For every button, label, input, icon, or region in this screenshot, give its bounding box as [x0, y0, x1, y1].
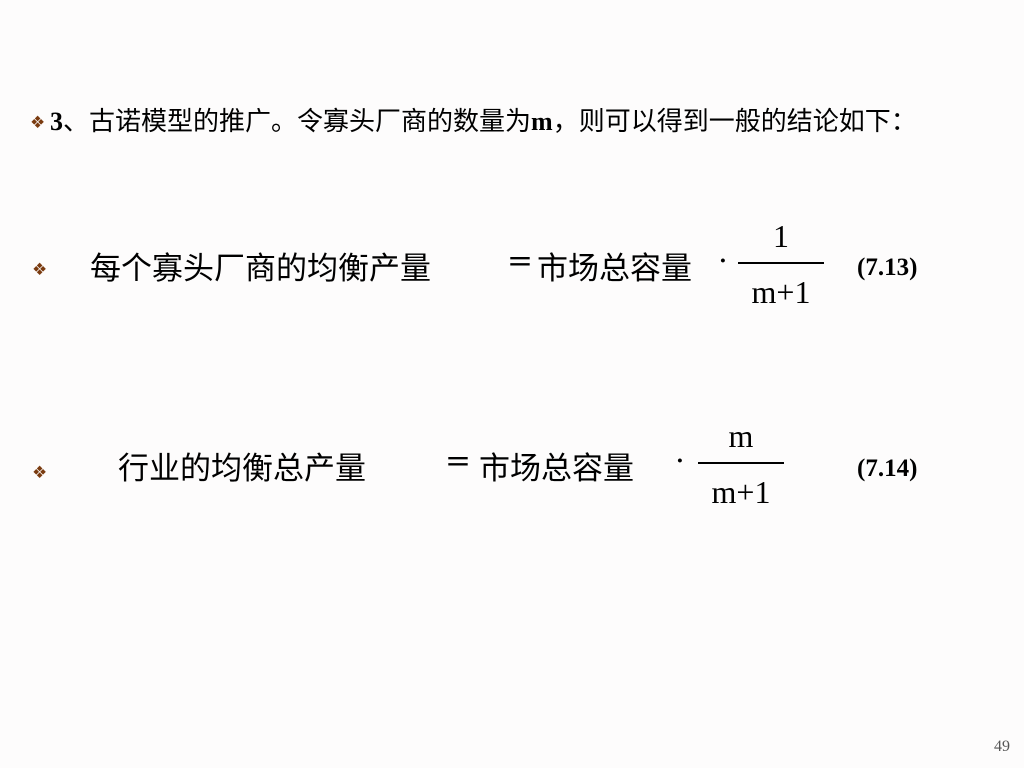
equals-sign: = — [507, 243, 533, 279]
equation-lhs: 每个寡头厂商的均衡产量 — [90, 251, 431, 287]
page-number: 49 — [994, 738, 1010, 755]
fraction-bar — [738, 262, 824, 264]
equation-rhs: 市场总容量 — [479, 451, 634, 487]
fraction-denominator: m+1 — [711, 474, 771, 510]
fraction-numerator: 1 — [773, 218, 789, 254]
fraction-bar — [698, 462, 784, 464]
multiply-dot: · — [718, 243, 728, 279]
equals-sign: = — [445, 443, 471, 479]
fraction-7-14: m m+1 — [698, 418, 784, 510]
multiply-dot: · — [675, 443, 685, 479]
bullet-icon: ❖ — [32, 463, 48, 483]
fraction-numerator: m — [728, 418, 754, 454]
intro-text-b: ，则可以得到一般的结论如下： — [552, 107, 917, 137]
intro-text-a: 、古诺模型的推广。令寡头厂商的数量为 — [63, 107, 532, 137]
fraction-denominator: m+1 — [751, 274, 811, 310]
equation-rhs: 市场总容量 — [537, 251, 692, 287]
intro-paragraph: 3、古诺模型的推广。令寡头厂商的数量为m，则可以得到一般的结论如下： — [30, 100, 1005, 144]
bullet-icon: ❖ — [32, 260, 48, 280]
bullet-icon: ❖ — [30, 113, 46, 133]
intro-variable: m — [531, 107, 553, 136]
equation-lhs: 行业的均衡总产量 — [118, 451, 366, 487]
section-number: 3 — [50, 107, 63, 136]
fraction-7-13: 1 m+1 — [738, 218, 824, 310]
equation-label: (7.14) — [857, 455, 918, 482]
equation-label: (7.13) — [857, 254, 918, 281]
